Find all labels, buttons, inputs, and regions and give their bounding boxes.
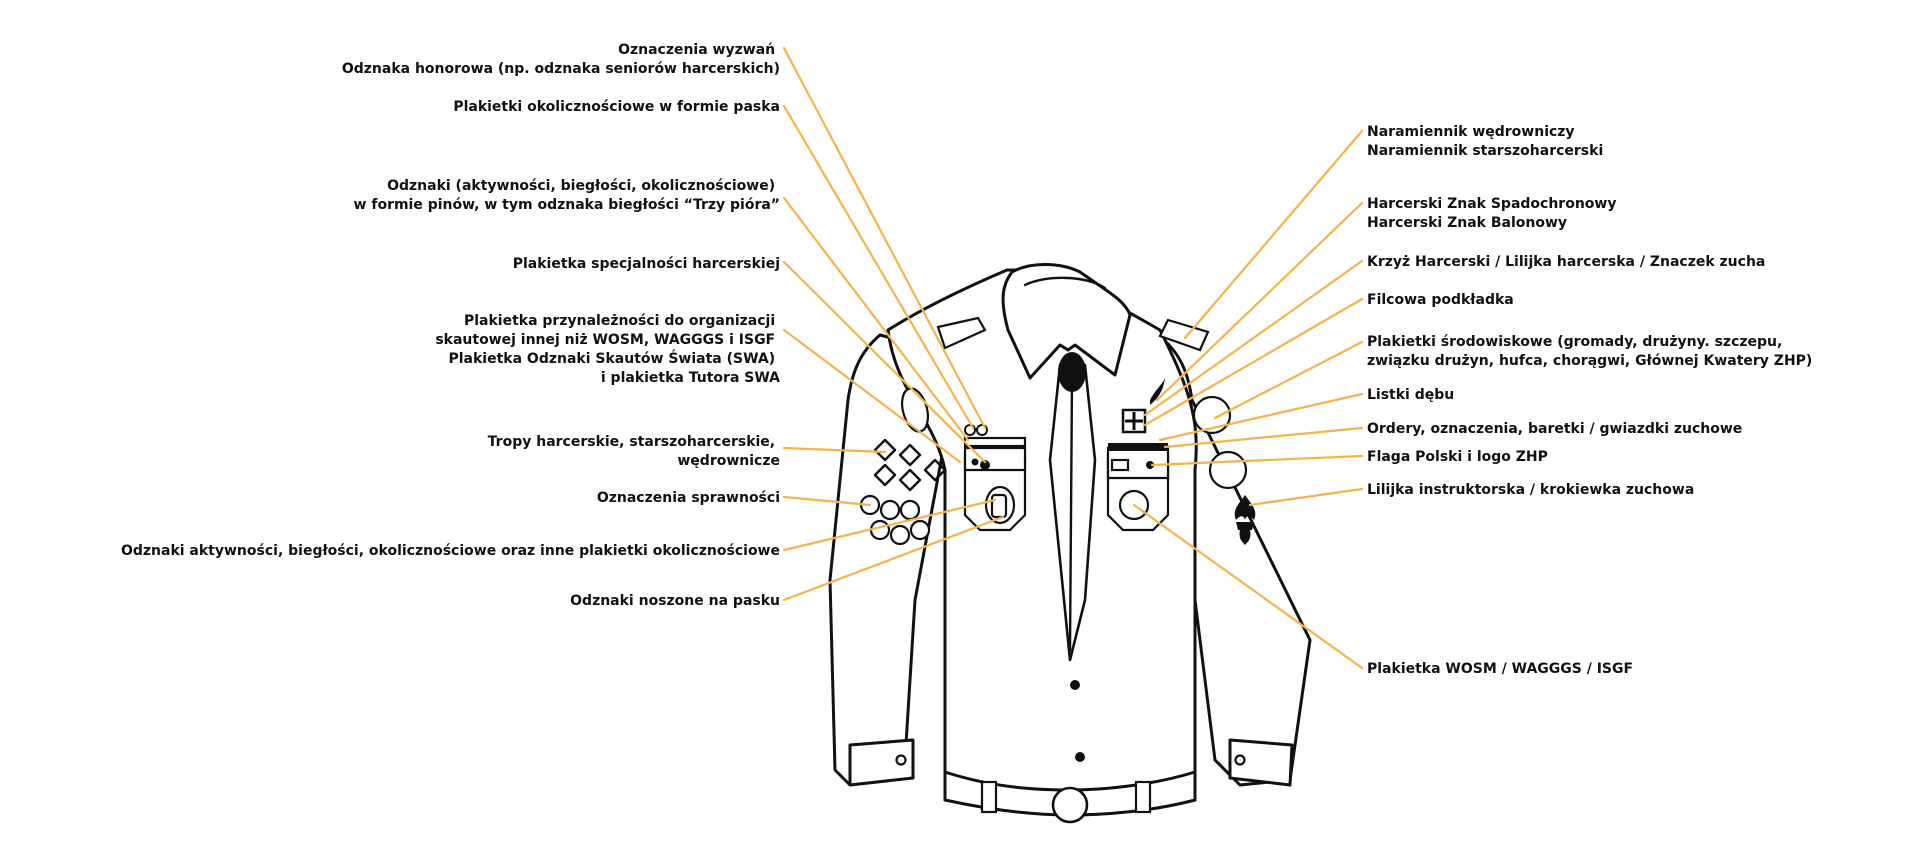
shirt-button-2	[1075, 752, 1085, 762]
leader-ordery	[1163, 426, 1364, 449]
leader-wosm	[1132, 503, 1364, 670]
leader-pasek-okolicznosciowe	[782, 104, 975, 430]
labels-right: Naramiennik wędrowniczy Naramiennik star…	[1367, 124, 1812, 677]
label-przynaleznosc: Plakietka przynależności do organizacji …	[435, 313, 780, 386]
label-tropy: Tropy harcerskie, starszoharcerskie, węd…	[488, 434, 780, 469]
leader-filc	[1143, 297, 1364, 427]
belt-buckle	[1051, 786, 1089, 824]
pin-badge-4	[971, 458, 979, 466]
leader-aktywnosci	[782, 498, 997, 552]
collar	[1001, 263, 1132, 380]
left-cuff-button	[895, 754, 907, 766]
leader-lilijka	[1248, 487, 1364, 507]
label-specjalnosc: Plakietka specjalności harcerskiej	[513, 256, 780, 272]
skill-badge-5	[889, 524, 911, 546]
leader-przynaleznosc	[782, 328, 962, 464]
label-sprawnosci: Oznaczenia sprawności	[597, 490, 780, 506]
leader-krzyz	[1143, 259, 1364, 417]
leader-lines	[782, 46, 1364, 670]
label-piny: Odznaki (aktywności, biegłości, okoliczn…	[354, 178, 780, 213]
left-pocket-strip-badge	[963, 436, 1027, 448]
right-cuff	[1228, 738, 1294, 787]
collar-band	[1023, 276, 1107, 290]
label-flaga: Flaga Polski i logo ZHP	[1367, 449, 1548, 465]
skill-badge-6	[909, 519, 931, 541]
trail-badges	[873, 438, 947, 492]
neckerchief-woggle	[1058, 352, 1086, 392]
environment-patch-2	[1208, 450, 1248, 490]
left-epaulette	[936, 316, 987, 350]
belt-loop-left	[980, 780, 998, 814]
label-naramiennik: Naramiennik wędrowniczy Naramiennik star…	[1367, 124, 1603, 159]
leader-flaga	[1150, 454, 1364, 467]
leader-pasek	[782, 515, 1005, 602]
leader-specjalnosc	[782, 260, 987, 464]
label-filc: Filcowa podkładka	[1367, 292, 1514, 308]
labels-left: Oznaczenia wyzwań Odznaka honorowa (np. …	[121, 42, 780, 609]
skill-badge-4	[869, 519, 891, 541]
orders-ribbon-bar	[1108, 443, 1168, 451]
shirt-button-1	[1070, 680, 1080, 690]
label-spadochron: Harcerski Znak Spadochronowy Harcerski Z…	[1367, 196, 1621, 231]
skill-badge-2	[879, 499, 901, 521]
label-wosm: Plakietka WOSM / WAGGGS / ISGF	[1367, 661, 1633, 677]
pin-badge-1	[964, 424, 976, 436]
neckerchief-fold	[1068, 378, 1074, 652]
belt-loop-right	[1134, 780, 1152, 814]
label-wyzwania: Oznaczenia wyzwań Odznaka honorowa (np. …	[342, 42, 780, 77]
label-ordery: Ordery, oznaczenia, baretki / gwiazdki z…	[1367, 421, 1742, 437]
label-aktywnosci: Odznaki aktywności, biegłości, okoliczno…	[121, 543, 780, 559]
poland-flag-patch	[1110, 458, 1130, 472]
harcerski-cross-mark	[1125, 412, 1143, 430]
leader-sprawnosci	[782, 495, 872, 507]
left-cuff	[848, 738, 915, 787]
belt-badge	[990, 493, 1008, 519]
leader-wyzwania	[782, 46, 987, 430]
right-cuff-button	[1234, 754, 1246, 766]
leader-tropy	[782, 446, 887, 454]
left-pocket-flap	[963, 446, 1027, 472]
leader-spadochron	[1155, 201, 1364, 402]
parachute-sign	[1150, 378, 1165, 405]
label-srodowiskowe: Plakietki środowiskowe (gromady, drużyny…	[1367, 334, 1812, 369]
leader-srodowiskowe	[1213, 340, 1364, 420]
label-krzyz: Krzyż Harcerski / Lilijka harcerska / Zn…	[1367, 254, 1765, 270]
label-listki: Listki dębu	[1367, 387, 1454, 403]
label-lilijka: Lilijka instruktorska / krokiewka zuchow…	[1367, 482, 1694, 498]
scout-uniform-shirt-icon	[828, 263, 1312, 824]
leader-piny	[782, 196, 970, 442]
instructor-lily	[1234, 495, 1256, 545]
leader-listki	[1158, 392, 1364, 442]
skill-badge-3	[899, 499, 921, 521]
pin-badge-3	[980, 460, 990, 470]
environment-patch	[1192, 395, 1232, 435]
zhp-logo	[1146, 461, 1154, 469]
leader-naramiennik	[1183, 129, 1364, 340]
label-pasek-okolicznosciowe: Plakietki okolicznościowe w formie paska	[453, 99, 780, 115]
pin-badge-2	[976, 424, 988, 436]
label-pasek: Odznaki noszone na pasku	[570, 593, 780, 609]
